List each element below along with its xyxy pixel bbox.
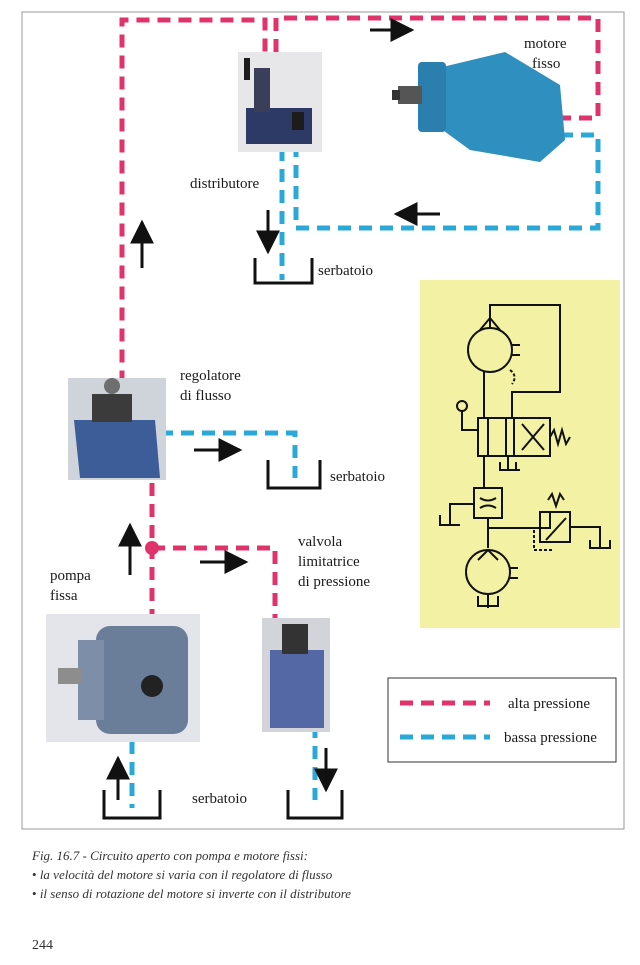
legend-label-low: bassa pressione [504,730,597,746]
label-regulator-line2: di flusso [180,388,231,404]
caption-bullets: la velocità del motore si varia con il r… [32,865,612,903]
high-pressure-line-main [119,17,268,685]
figure-caption: Fig. 16.7 - Circuito aperto con pompa e … [32,846,612,903]
label-tank-distributor: serbatoio [318,263,373,279]
relief-valve-image [262,618,330,732]
tank-relief [286,790,344,820]
legend: alta pressione bassa pressione [387,677,617,763]
tank-regulator [266,460,322,490]
caption-bullet-2: il senso di rotazione del motore si inve… [32,884,612,903]
label-tank-regulator: serbatoio [330,469,385,485]
tank-pump [102,790,162,820]
high-pressure-line-distributor-motor [273,15,601,121]
caption-title: Fig. 16.7 - Circuito aperto con pompa e … [32,848,308,863]
motor-image [392,52,565,162]
caption-bullet-1: la velocità del motore si varia con il r… [32,865,612,884]
flow-regulator-image [68,378,166,480]
label-relief-line2: limitatrice [298,554,360,570]
page-number: 244 [32,938,53,953]
tank-distributor [253,258,314,285]
junction-dot [145,541,159,555]
hydraulic-schematic [420,280,620,628]
low-pressure-line-motor-return [293,132,601,231]
label-relief-line1: valvola [298,534,342,550]
distributor-image [238,52,322,152]
label-tank-pump: serbatoio [192,791,247,807]
label-pump-line2: fissa [50,588,78,604]
label-motor-line2: fisso [532,56,560,72]
legend-label-high: alta pressione [508,696,590,712]
low-pressure-line-regulator-tank [160,430,298,478]
label-motor-line1: motore [524,36,567,52]
page-frame [21,11,625,830]
label-regulator-line1: regolatore [180,368,241,384]
pump-image [46,614,200,742]
label-distributor: distributore [190,176,259,192]
label-pump-line1: pompa [50,568,91,584]
label-relief-line3: di pressione [298,574,370,590]
